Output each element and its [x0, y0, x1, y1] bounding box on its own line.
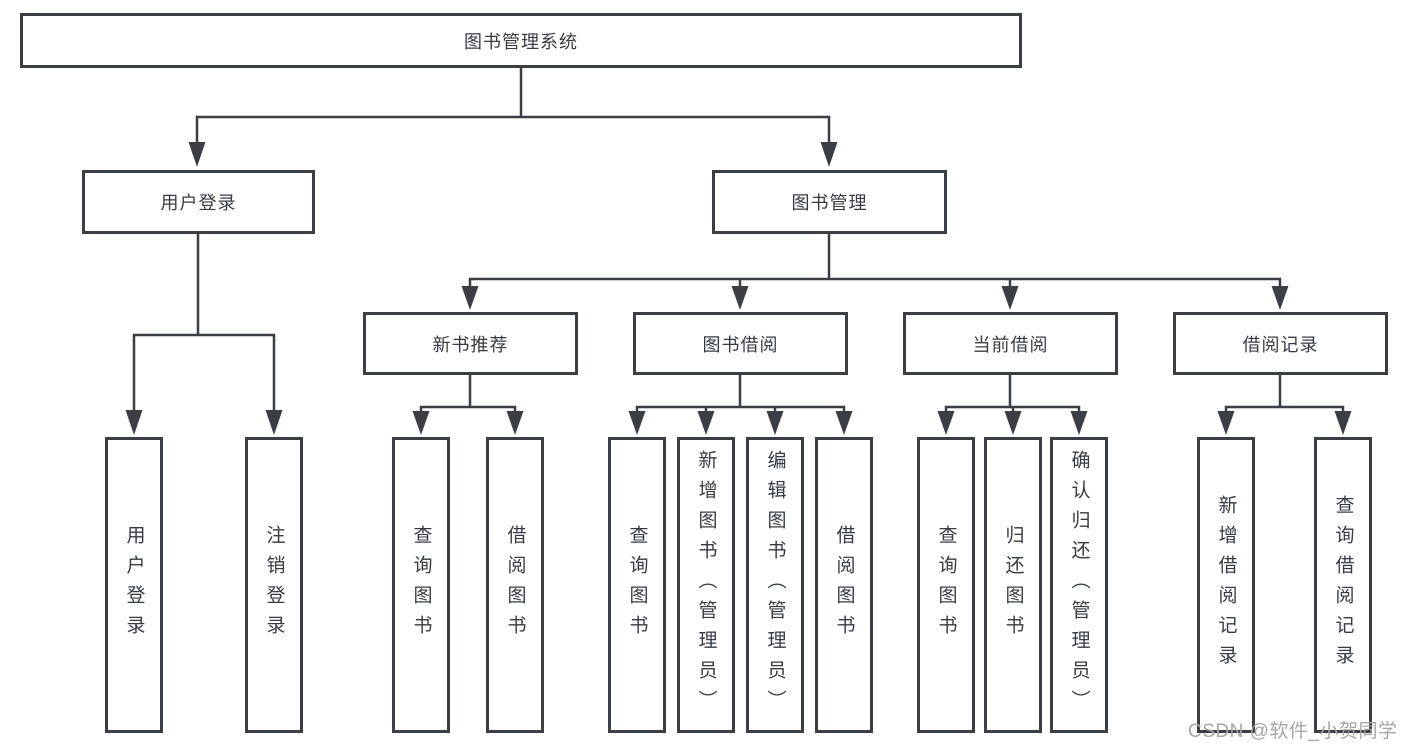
- node-new-book-recommend-label: 新书推荐: [432, 334, 509, 355]
- node-leaf-return-book-label: 归还图书: [1002, 525, 1024, 645]
- node-leaf-borrow-books-2: 借阅图书: [815, 437, 873, 733]
- node-book-borrowing: 图书借阅: [633, 312, 848, 375]
- node-leaf-borrow-books-2-label: 借阅图书: [833, 525, 855, 645]
- node-borrowing-records: 借阅记录: [1173, 312, 1388, 375]
- node-leaf-logout-label: 注销登录: [263, 525, 285, 645]
- node-book-management-label: 图书管理: [791, 193, 868, 213]
- arrowheads: [125, 142, 1352, 435]
- connector-level2-bus: [195, 115, 831, 145]
- node-leaf-return-book: 归还图书: [984, 437, 1042, 733]
- node-book-borrowing-label: 图书借阅: [702, 334, 779, 355]
- node-leaf-query-borrow-record-label: 查询借阅记录: [1332, 495, 1354, 675]
- node-current-borrowing-label: 当前借阅: [972, 334, 1049, 355]
- node-current-borrowing: 当前借阅: [903, 312, 1118, 375]
- node-leaf-logout: 注销登录: [245, 437, 303, 733]
- node-leaf-query-books-2: 查询图书: [608, 437, 666, 733]
- connector-level3-bus: [468, 277, 1282, 288]
- node-user-login: 用户登录: [82, 170, 315, 234]
- node-leaf-borrow-books-1-label: 借阅图书: [504, 525, 526, 645]
- node-leaf-user-login: 用户登录: [105, 437, 163, 733]
- node-leaf-add-book-admin: 新增图书（管理员）: [677, 437, 735, 733]
- node-borrowing-records-label: 借阅记录: [1242, 334, 1319, 355]
- node-leaf-user-login-label: 用户登录: [123, 525, 145, 645]
- node-leaf-query-books-2-label: 查询图书: [626, 525, 648, 645]
- node-leaf-add-borrow-record: 新增借阅记录: [1197, 437, 1255, 733]
- connector-currentborrow-bus: [944, 375, 1081, 413]
- node-leaf-confirm-return-admin-label: 确认归还（管理员）: [1068, 450, 1090, 720]
- node-user-login-label: 用户登录: [160, 193, 237, 213]
- node-new-book-recommend: 新书推荐: [363, 312, 578, 375]
- node-leaf-query-books-1: 查询图书: [392, 437, 450, 733]
- csdn-watermark: CSDN @软件_小贺同学: [1188, 721, 1398, 742]
- node-leaf-query-borrow-record: 查询借阅记录: [1314, 437, 1372, 733]
- node-leaf-query-books-3-label: 查询图书: [935, 525, 957, 645]
- connector-bookborrow-bus: [635, 375, 846, 413]
- connector-borrowrecord-bus: [1224, 375, 1345, 413]
- connector-user-login-bus: [132, 333, 276, 413]
- node-leaf-query-books-1-label: 查询图书: [410, 525, 432, 645]
- node-leaf-add-borrow-record-label: 新增借阅记录: [1215, 495, 1237, 675]
- connector-newbook-bus: [419, 375, 517, 413]
- node-leaf-edit-book-admin: 编辑图书（管理员）: [746, 437, 804, 733]
- node-leaf-add-book-admin-label: 新增图书（管理员）: [695, 450, 717, 720]
- node-root: 图书管理系统: [20, 13, 1022, 68]
- node-book-management: 图书管理: [712, 170, 947, 234]
- node-leaf-edit-book-admin-label: 编辑图书（管理员）: [764, 450, 786, 720]
- node-root-label: 图书管理系统: [464, 31, 578, 52]
- node-leaf-borrow-books-1: 借阅图书: [486, 437, 544, 733]
- node-leaf-query-books-3: 查询图书: [917, 437, 975, 733]
- node-leaf-confirm-return-admin: 确认归还（管理员）: [1050, 437, 1108, 733]
